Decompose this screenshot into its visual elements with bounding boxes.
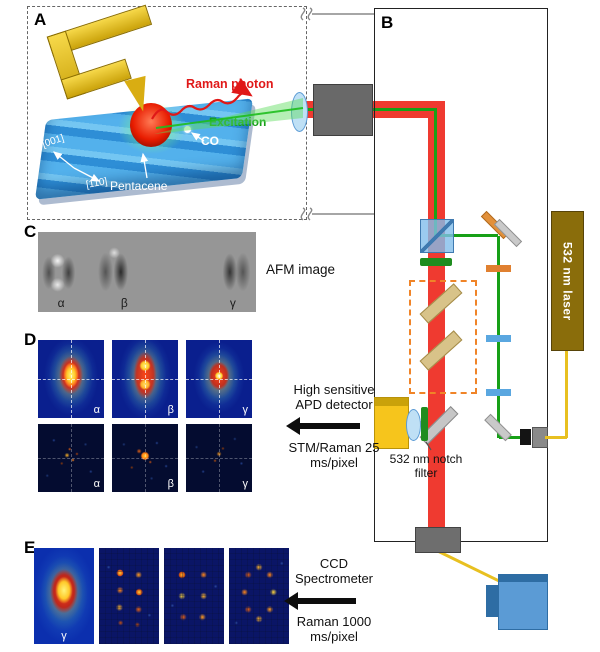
afm-label-beta: β [120, 296, 128, 310]
raman-noise-map-gamma-label: γ [242, 478, 249, 490]
pentacene-label: Pentacene [110, 179, 168, 193]
spectral-map-gamma-label: γ [61, 630, 67, 642]
stm-raman-caption: STM/Raman 25 ms/pixel [288, 440, 380, 471]
afm-caption: AFM image [266, 262, 336, 277]
beamsplitter-cube [420, 219, 454, 253]
fiber-connector-black [520, 429, 531, 445]
afm-label-gamma: γ [229, 296, 236, 310]
laser-fiber-vertical [565, 349, 568, 438]
apd-lens [406, 409, 421, 441]
raman-noise-map-beta: β [112, 424, 178, 492]
ccd-box [498, 574, 548, 630]
apd-detector-caption: High sensitive APD detector [293, 382, 375, 413]
afm-image: α β γ [38, 232, 256, 312]
raman-map-alpha: α [38, 340, 104, 418]
raman-noise-map-gamma: γ [186, 424, 252, 492]
spectral-map-3 [164, 548, 224, 644]
spectral-map-2 [99, 548, 159, 644]
co-molecule [184, 126, 191, 133]
spectrometer-fiber [435, 549, 508, 586]
laser-label: 532 nm laser [560, 241, 575, 321]
filter-stage-dashed-box [409, 280, 477, 394]
waveplate-blue-2 [486, 389, 511, 396]
coupling-lens [291, 92, 308, 132]
waveplate-orange [486, 265, 511, 272]
excitation-label: Excitation [209, 115, 267, 129]
ccd-caption: CCD Spectrometer [294, 556, 374, 587]
ccd-arrow [284, 592, 356, 610]
raman-mode-caption: Raman 1000 ms/pixel [296, 614, 372, 645]
raman-noise-map-beta-label: β [167, 478, 174, 490]
laser-box: 532 nm laser [551, 211, 584, 351]
raman-map-beta: β [112, 340, 178, 418]
afm-label-alpha: α [57, 296, 65, 310]
green-beam-horizontal-bottom [499, 436, 523, 439]
notch-filter-bar [421, 407, 428, 441]
apd-arrow [286, 417, 360, 435]
co-label: CO [201, 134, 219, 148]
green-beam-vertical-center [434, 108, 437, 236]
spectrometer-coupler-block [415, 527, 461, 553]
raman-noise-map-alpha: α [38, 424, 104, 492]
ccd-attachment [486, 585, 500, 617]
waveplate-blue-1 [486, 335, 511, 342]
panel-b-label: B [381, 13, 394, 32]
panel-a-label: A [34, 10, 47, 29]
panel-d-label: D [24, 330, 37, 349]
raman-map-gamma-label: γ [242, 404, 249, 416]
panel-b-box [374, 8, 548, 542]
green-beam-horizontal-mid [436, 234, 498, 237]
panel-e-label: E [24, 538, 36, 557]
coupling-block [313, 84, 373, 136]
panel-c-label: C [24, 222, 37, 241]
laser-fiber-horizontal [545, 436, 567, 439]
notch-filter-label: 532 nm notch filter [389, 452, 463, 481]
raman-map-gamma: γ [186, 340, 252, 418]
raman-map-alpha-label: α [93, 404, 100, 416]
laser-line-filter [420, 258, 452, 266]
raman-noise-map-alpha-label: α [93, 478, 100, 490]
raman-photon-label: Raman photon [186, 77, 274, 91]
spectral-map-4 [229, 548, 289, 644]
spectral-map-gamma: γ [34, 548, 94, 644]
raman-map-beta-label: β [167, 404, 174, 416]
